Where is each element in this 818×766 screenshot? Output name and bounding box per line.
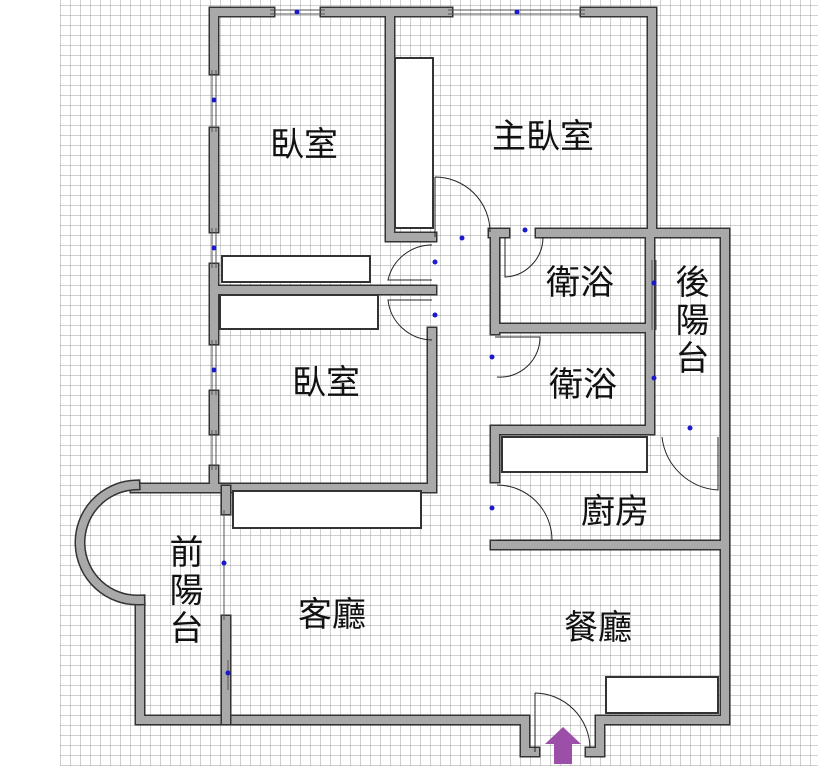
doors [387, 176, 719, 752]
tv-cabinet [232, 490, 422, 529]
wardrobe-master [394, 57, 434, 229]
kitchen-counter [501, 436, 648, 473]
room-label-living-room: 客廳 [298, 595, 366, 635]
room-label-master-bedroom: 主臥室 [492, 117, 594, 157]
walls [74, 6, 731, 758]
room-label-rear-balcony: 後陽台 [669, 264, 709, 378]
room-label-bedroom-1: 臥室 [270, 125, 338, 165]
room-label-kitchen: 廚房 [581, 492, 649, 532]
room-label-bathroom-1: 衛浴 [546, 263, 614, 303]
up-arrow-icon [545, 727, 581, 764]
wardrobe-bedroom-2 [219, 294, 379, 330]
room-label-bathroom-2: 衛浴 [549, 365, 617, 405]
markers [211, 9, 693, 676]
grid-background [60, 0, 818, 766]
furniture [219, 57, 719, 714]
room-label-dining-room: 餐廳 [564, 608, 632, 648]
room-label-front-balcony: 前陽台 [163, 534, 203, 648]
cabinet-bedroom-1 [221, 255, 371, 283]
dining-cabinet [605, 676, 719, 714]
room-label-bedroom-2: 臥室 [292, 363, 360, 403]
